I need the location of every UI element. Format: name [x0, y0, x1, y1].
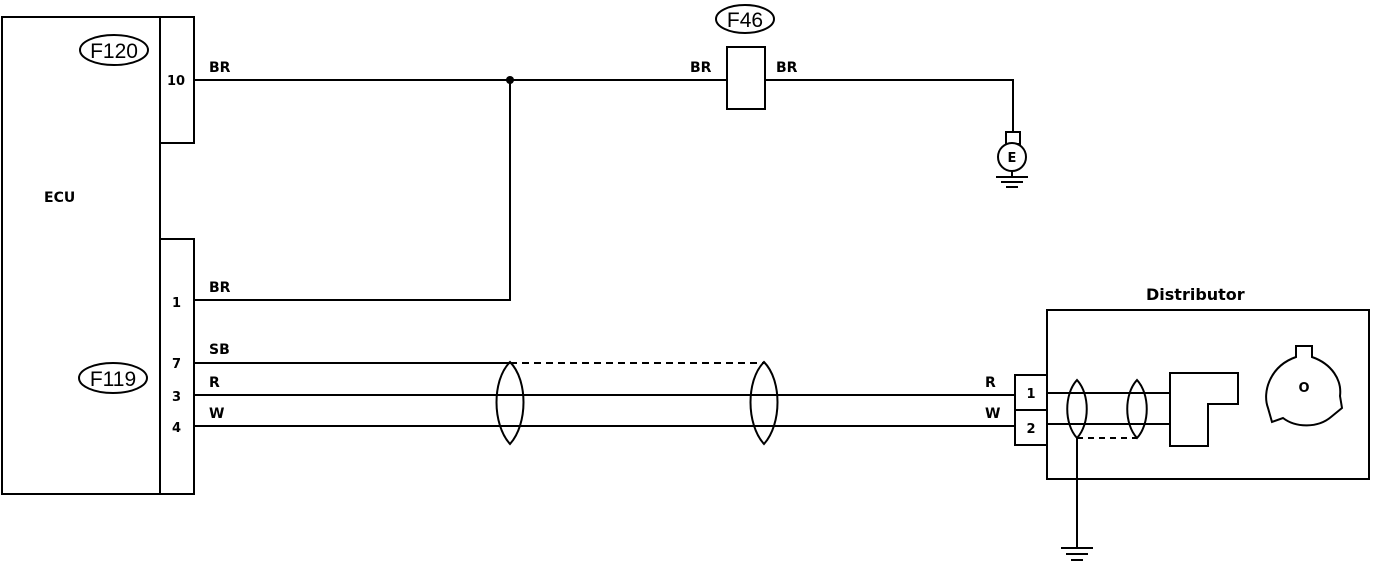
shield-loop-mid: [749, 360, 779, 446]
pickup-coil-icon: [1169, 372, 1239, 447]
connector-f119-label: F119: [90, 368, 136, 391]
ecu-box: [1, 16, 161, 495]
pin-1-label: 1: [172, 296, 181, 311]
wire-label-sb: SB: [209, 342, 230, 358]
pin-3-label: 3: [172, 390, 181, 405]
pin-7-label: 7: [172, 357, 181, 372]
wire-label-br-top-mid: BR: [690, 60, 712, 76]
connector-f119-block: [159, 238, 195, 495]
wire-label-r: R: [209, 375, 220, 391]
dist-wire-label-r: R: [985, 375, 996, 391]
wire-br-pin1: [194, 80, 511, 301]
rotor-center-label: O: [1298, 381, 1309, 396]
connector-f46-label: F46: [727, 9, 763, 32]
distributor-pin-2: 2: [1026, 422, 1035, 437]
shield-loop-dist-right: [1126, 378, 1148, 440]
ecu-label: ECU: [44, 190, 75, 206]
reluctor-rotor-icon: [1265, 345, 1344, 427]
wire-label-w: W: [209, 406, 224, 422]
ground-point-e-label: E: [1008, 151, 1017, 166]
connector-f120-badge: [79, 34, 149, 66]
connector-f46-block: [726, 46, 766, 110]
pin-4-label: 4: [172, 421, 181, 436]
wire-label-br-top-right: BR: [776, 60, 798, 76]
wire-label-br-top-left: BR: [209, 60, 231, 76]
wire-label-br-pin1: BR: [209, 280, 231, 296]
shield-loop-left: [495, 360, 525, 446]
distributor-pin-1: 1: [1026, 387, 1035, 402]
connector-f46-badge: [715, 4, 775, 34]
distributor-title: Distributor: [1146, 285, 1245, 304]
wire-br-top-right: [765, 79, 1014, 132]
shield-loop-dist-left: [1066, 378, 1088, 440]
pin-10-label: 10: [167, 74, 185, 89]
dist-wire-label-w: W: [985, 406, 1000, 422]
connector-f120-label: F120: [90, 40, 138, 63]
connector-f119-badge: [78, 362, 148, 394]
